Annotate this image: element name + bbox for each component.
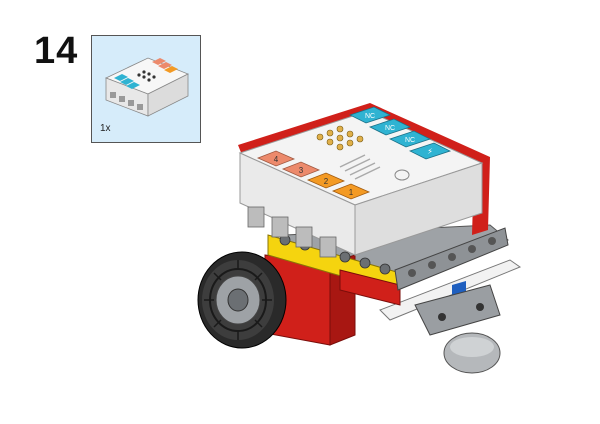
port-label: NC xyxy=(365,113,375,120)
motor-port-label: 3 xyxy=(299,166,304,175)
robot-assembly-icon: 4 3 2 1 NC NC NC ⚡ xyxy=(197,103,522,374)
port-label: ⚡ xyxy=(427,147,433,156)
step-number: 14 xyxy=(34,30,79,72)
parts-callout: 1x xyxy=(91,35,201,143)
motor-port-label: 4 xyxy=(274,155,279,164)
port-label: NC xyxy=(385,125,395,132)
hub-controller-icon xyxy=(104,57,189,117)
motor-port-label: 2 xyxy=(324,177,329,186)
motor-port-label: 1 xyxy=(349,188,354,197)
port-label: NC xyxy=(405,137,415,144)
part-quantity: 1x xyxy=(100,123,111,134)
